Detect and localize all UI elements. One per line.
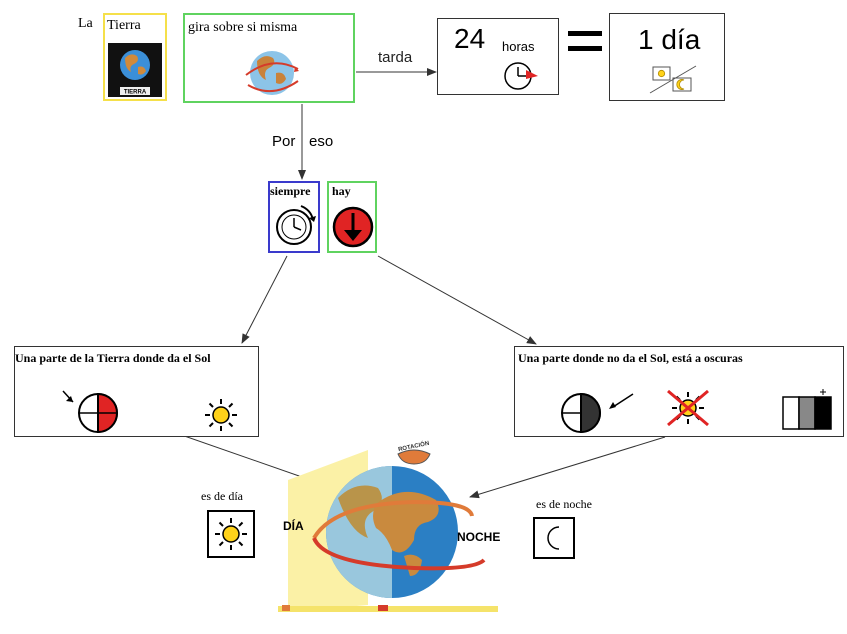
clock-icon bbox=[504, 62, 538, 90]
down-arrow-icon bbox=[332, 206, 374, 248]
card-sunlit-label: Una parte de la Tierra donde da el Sol bbox=[15, 351, 211, 365]
rotating-earth-icon bbox=[245, 51, 299, 95]
sun-icon bbox=[205, 399, 237, 431]
half-lit-earth-icon bbox=[62, 390, 118, 434]
word-es-de-noche: es de noche bbox=[536, 497, 592, 511]
earth-badge-text: TIERRA bbox=[124, 90, 147, 96]
card-siempre-label: siempre bbox=[270, 184, 311, 198]
equals-bar-top bbox=[568, 31, 602, 36]
equals-sign bbox=[568, 31, 602, 53]
darkness-gradient-icon bbox=[782, 389, 832, 430]
moon-icon bbox=[547, 526, 560, 550]
earth-day-night-illustration: ROTACIÓN bbox=[278, 440, 498, 612]
card-gira: gira sobre si misma bbox=[183, 13, 355, 103]
night-card bbox=[533, 517, 575, 559]
hours-number: 24 bbox=[454, 23, 486, 54]
label-dia: DÍA bbox=[283, 519, 304, 533]
word-es-de-dia: es de día bbox=[201, 489, 243, 503]
word-eso: eso bbox=[309, 133, 334, 150]
card-1-dia: 1 día bbox=[609, 13, 725, 101]
earth-badge-icon: TIERRA bbox=[108, 43, 162, 97]
card-gira-label: gira sobre si misma bbox=[188, 20, 298, 35]
word-tarda: tarda bbox=[378, 49, 413, 66]
day-night-icon bbox=[649, 65, 697, 94]
card-siempre: siempre bbox=[268, 181, 320, 253]
card-dark-label: Una parte donde no da el Sol, está a osc… bbox=[518, 351, 743, 365]
card-sunlit-part: Una parte de la Tierra donde da el Sol bbox=[14, 346, 259, 437]
half-dark-earth-icon bbox=[561, 392, 634, 434]
word-por: Por bbox=[272, 133, 296, 150]
card-dark-part: Una parte donde no da el Sol, está a osc… bbox=[514, 346, 844, 437]
day-sun-icon bbox=[215, 518, 247, 550]
word-la: La bbox=[78, 16, 93, 31]
arrow-to-sunlit bbox=[241, 255, 288, 344]
card-tierra-label: Tierra bbox=[107, 18, 141, 33]
always-clock-icon bbox=[276, 205, 316, 245]
card-tierra: Tierra TIERRA bbox=[103, 13, 167, 101]
card-hay-label: hay bbox=[332, 184, 351, 198]
day-card bbox=[207, 510, 255, 558]
arrow-to-dark bbox=[377, 255, 537, 345]
label-noche: NOCHE bbox=[457, 530, 501, 544]
arrow-dark-to-globe bbox=[469, 436, 666, 499]
card-hay: hay bbox=[327, 181, 377, 253]
equals-bar-bottom bbox=[568, 46, 602, 51]
no-sun-icon bbox=[667, 389, 709, 427]
day-text: 1 día bbox=[638, 24, 701, 55]
hours-word: horas bbox=[502, 39, 535, 54]
card-24-horas: 24 horas bbox=[437, 18, 559, 95]
